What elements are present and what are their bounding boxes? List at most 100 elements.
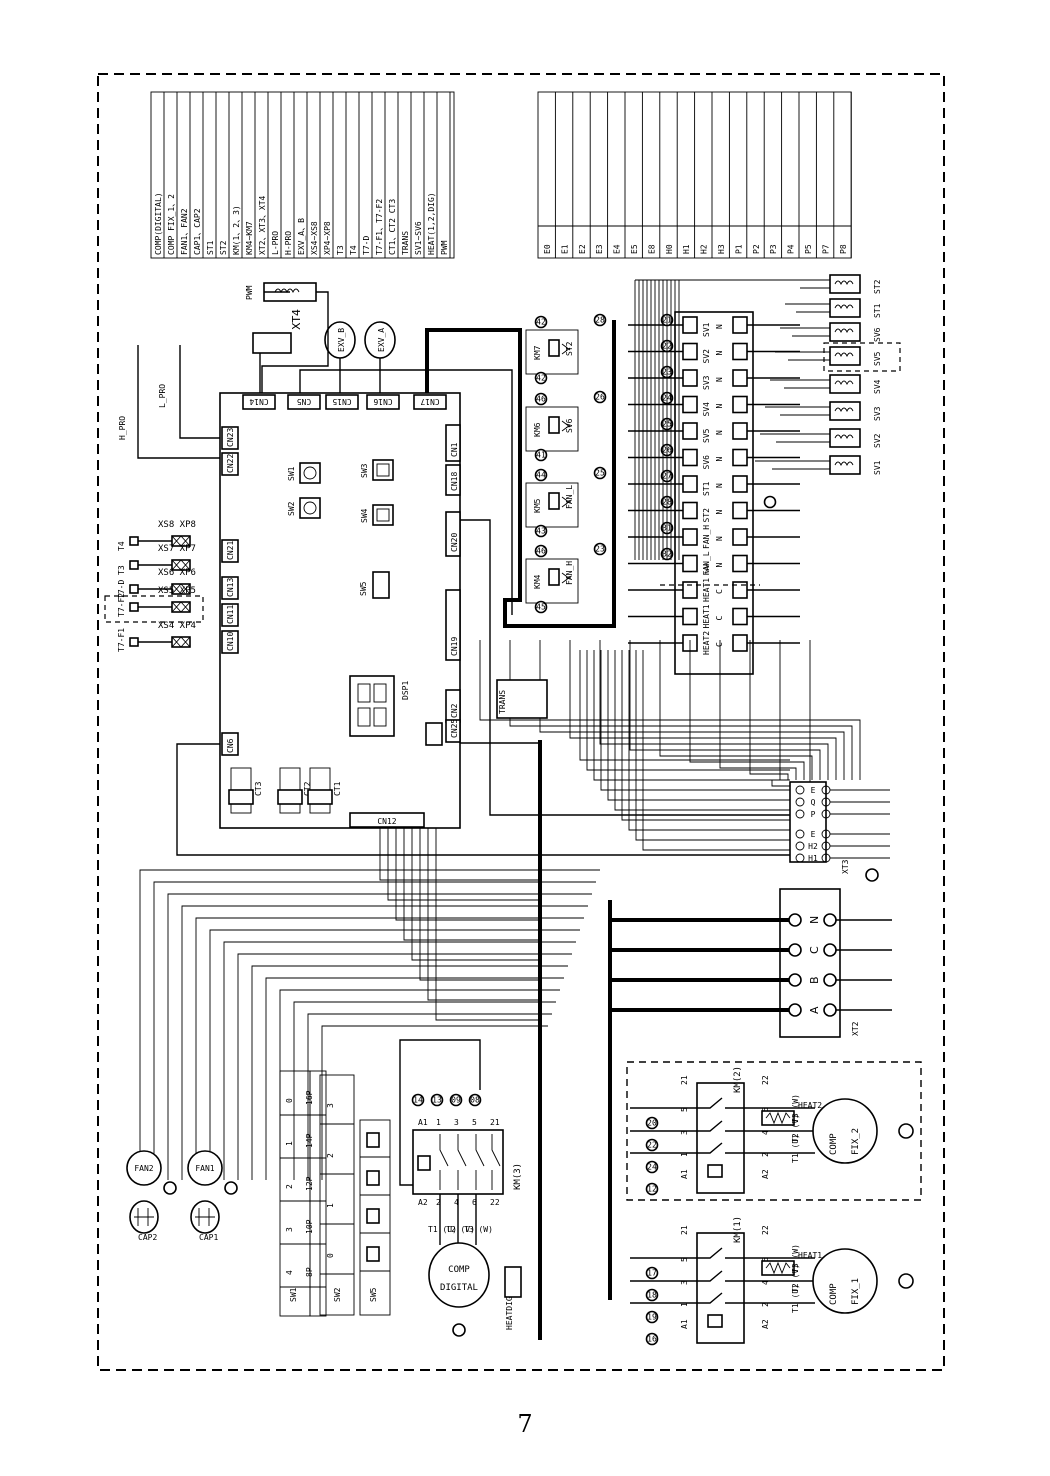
terminal-side-label: N — [715, 404, 724, 409]
connector-cn20 — [445, 511, 461, 557]
sensor-label: T7-D — [117, 580, 126, 599]
screw-terminal — [788, 913, 802, 927]
xt4-label: XT4 — [290, 309, 303, 330]
legend-right-item: P7 — [821, 244, 830, 254]
wire-number-label: 45 — [536, 603, 546, 612]
legend-left-item: XS4~XS8 — [310, 221, 319, 255]
legend-left-item: L-PRO — [271, 231, 280, 255]
wire-number — [645, 1116, 659, 1130]
valve-coil-st2 — [829, 274, 861, 294]
valve-coil-sv2 — [829, 428, 861, 448]
legend-right-item: H3 — [717, 244, 726, 254]
wire-number — [593, 313, 607, 327]
connector-cn11 — [221, 603, 239, 627]
switch-label: SW5 — [359, 581, 368, 596]
terminal-label: SV5 — [702, 428, 711, 443]
connector-cn19 — [445, 589, 461, 661]
legend-left-item: CT1、CT2 CT3 — [388, 199, 397, 255]
optional-sensor-box — [104, 595, 204, 623]
sw2-value: 2 — [326, 1153, 335, 1158]
contactor-pin: 4 — [454, 1198, 459, 1207]
connector-label: CN6 — [226, 738, 235, 753]
connector-cn5 — [287, 394, 321, 410]
legend-left-item: T3 — [336, 245, 345, 255]
legend-left-item: KM4~KM7 — [245, 221, 254, 255]
connector-cn18 — [445, 464, 461, 496]
xt3-term-label: P — [811, 810, 816, 819]
sw2-column — [319, 1074, 355, 1316]
valve-label: ST2 — [873, 279, 882, 294]
wire-number-label: 09 — [451, 1096, 461, 1105]
relay-label: KM6 — [533, 422, 542, 437]
dip-switch — [366, 1132, 380, 1148]
contactor-pin: 6 — [761, 1107, 770, 1112]
contactor-pin: 22 — [761, 1075, 770, 1085]
fan-fan1 — [187, 1150, 223, 1186]
connector-label: CN2 — [450, 703, 459, 718]
connector-cn14 — [242, 394, 276, 410]
legend-left-item: EXV_A、B — [297, 218, 306, 255]
terminal-side-label: C — [715, 589, 724, 594]
wire-number — [645, 1310, 659, 1324]
contactor-pin: 2 — [761, 1302, 770, 1307]
screw-terminal — [795, 841, 805, 851]
heater-heat2 — [761, 1110, 795, 1126]
terminal-side-label: N — [715, 483, 724, 488]
legend-left-item: ST1 — [206, 240, 215, 255]
comp-terminal: T1 (U) — [791, 1134, 800, 1163]
legend-left-item: XP4~XP8 — [323, 221, 332, 255]
terminal-label: SV4 — [702, 402, 711, 417]
sw1-value: 2 — [285, 1184, 294, 1189]
connector-label: CN11 — [226, 605, 235, 624]
sw1-p: 12P — [305, 1176, 314, 1191]
wire-number-label: 25 — [595, 469, 605, 478]
contactor-pin: 1 — [680, 1152, 689, 1157]
contactor-pin: A1 — [680, 1169, 689, 1179]
contactor-pin: A1 — [418, 1118, 428, 1127]
terminal-side-label: N — [715, 563, 724, 568]
contactor-pin: 6 — [472, 1198, 477, 1207]
sensor-connector-label: XS5 XP5 — [158, 586, 196, 596]
terminal-side-label: N — [715, 457, 724, 462]
wire-number — [468, 1093, 482, 1107]
connector-cn16 — [366, 394, 400, 410]
terminal-label: ST2 — [702, 508, 711, 523]
wire-number-label: 28 — [595, 316, 605, 325]
wire-number-label: 41 — [536, 451, 546, 460]
switch-label: SW4 — [360, 508, 369, 523]
terminal-right — [732, 422, 748, 440]
wire-number-label: 42 — [536, 318, 546, 327]
connector-label: CN5 — [297, 397, 312, 406]
cap-label: CAP2 — [138, 1233, 157, 1242]
connector-cn23 — [221, 426, 239, 450]
sensor-label: T7-F1 — [117, 628, 126, 652]
connector-cn13 — [221, 576, 239, 600]
wire-number-label: 18 — [647, 1291, 657, 1300]
compressor-label: FIX_1 — [851, 1278, 861, 1305]
legend-right-item: P5 — [804, 244, 813, 254]
screw-terminal — [795, 829, 805, 839]
xt3-term-label: Q — [811, 798, 816, 807]
comp-terminal: T2 (V) — [791, 1264, 800, 1293]
contactor-pin: 3 — [680, 1280, 689, 1285]
switch-label: SW1 — [287, 466, 296, 481]
screw-terminal — [788, 1003, 802, 1017]
sw1-value: 4 — [285, 1270, 294, 1275]
valve-label: ST1 — [873, 303, 882, 318]
legend-left-item: TRANS — [401, 231, 410, 255]
legend-left-item: FAN1、FAN2 — [180, 208, 189, 255]
sw-row-label: SW5 — [369, 1287, 378, 1302]
legend-right-item: H1 — [682, 244, 691, 254]
heater-label: HEATDIG — [505, 1296, 514, 1330]
contactor-pin: 21 — [680, 1075, 689, 1085]
xt4-terminal — [252, 332, 292, 354]
heater-label: HEAT1 — [798, 1251, 822, 1260]
legend-right-item: E2 — [578, 244, 587, 254]
connector-label: CN21 — [226, 541, 235, 560]
exv-label: EXV_B — [337, 328, 346, 352]
wire-bundle: TRANS — [139, 519, 861, 1180]
compressor-label: FIX_2 — [851, 1128, 861, 1155]
